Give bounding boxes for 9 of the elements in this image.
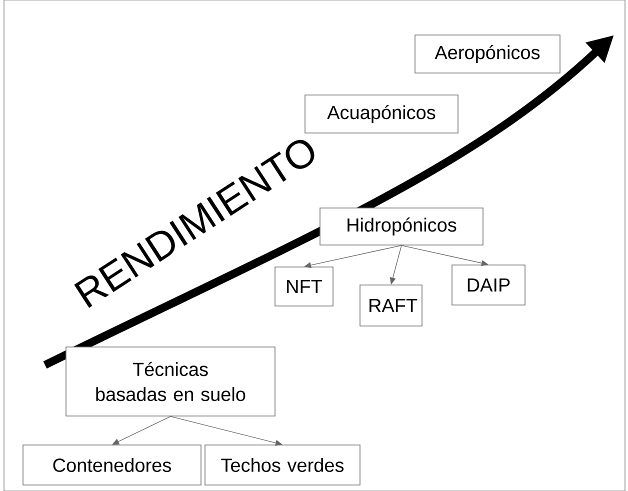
process-box: DAIP	[452, 264, 526, 306]
process-box: Técnicas basadas en suelo	[66, 346, 276, 416]
process-box: Aeropónicos	[414, 34, 560, 74]
process-box: RAFT	[360, 284, 422, 326]
process-box: Acuapónicos	[304, 94, 458, 134]
process-box: Techos verdes	[204, 444, 360, 486]
process-box: Contenedores	[22, 444, 202, 486]
arrow	[112, 416, 171, 445]
process-box: Hidropónicos	[320, 208, 484, 246]
